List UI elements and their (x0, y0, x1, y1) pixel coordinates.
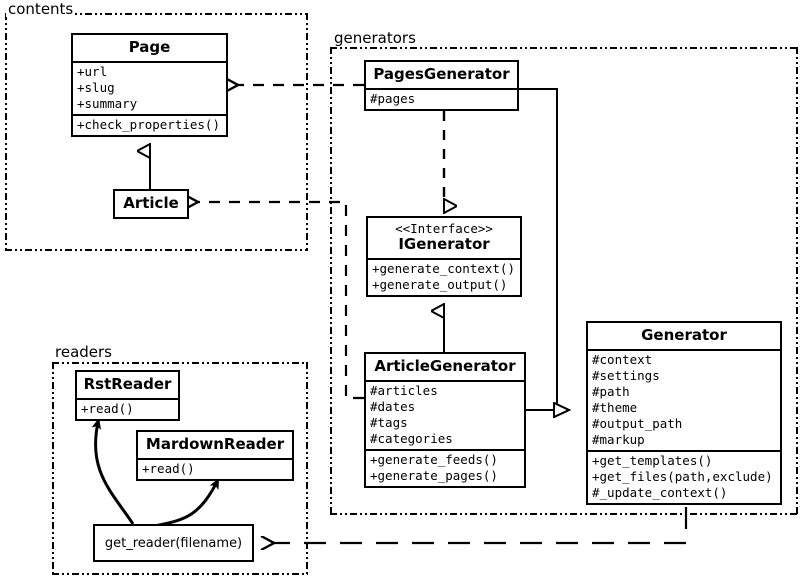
package-label-contents: contents (6, 0, 76, 18)
class-generator-attributes: #context #settings #path #theme #output_… (588, 349, 780, 450)
package-label-readers: readers (53, 343, 114, 361)
class-article-generator-attributes: #articles #dates #tags #categories (366, 380, 524, 449)
attribute-row: #articles (370, 383, 438, 398)
class-igenerator-title: IGenerator (398, 235, 490, 253)
attribute-row: #path (592, 384, 630, 399)
attribute-row: #theme (592, 400, 638, 415)
class-mardown-reader-methods: +read() (138, 458, 292, 479)
class-rst-reader-methods: +read() (77, 398, 178, 419)
attribute-row: #markup (592, 432, 645, 447)
class-rst-reader[interactable]: RstReader +read() (75, 370, 180, 421)
method-row: +generate_feeds() (370, 452, 498, 467)
function-get-reader-label: get_reader(filename) (104, 535, 243, 551)
class-mardown-reader[interactable]: MardownReader +read() (136, 430, 294, 481)
class-article[interactable]: Article (113, 189, 189, 219)
attribute-row: #tags (370, 415, 408, 430)
function-get-reader[interactable]: get_reader(filename) (93, 524, 254, 562)
package-label-generators: generators (332, 29, 418, 47)
method-row: +check_properties() (77, 117, 220, 132)
attribute-row: +slug (77, 80, 115, 95)
class-mardown-reader-title: MardownReader (145, 435, 285, 453)
method-row: +get_files(path,exclude) (592, 469, 773, 484)
class-article-generator[interactable]: ArticleGenerator #articles #dates #tags … (364, 352, 526, 488)
method-row: +generate_output() (372, 277, 508, 292)
method-row: +get_templates() (592, 453, 713, 468)
method-row: +read() (81, 401, 134, 416)
attribute-row: #context (592, 352, 653, 367)
attribute-row: #settings (592, 368, 660, 383)
class-generator-title: Generator (641, 326, 727, 344)
method-row: +generate_context() (372, 261, 515, 276)
attribute-row: +summary (77, 96, 138, 111)
class-pages-generator[interactable]: PagesGenerator #pages (364, 60, 519, 111)
class-page[interactable]: Page +url +slug +summary +check_properti… (71, 33, 228, 137)
class-igenerator-stereotype: <<Interface>> (395, 221, 493, 236)
attribute-row: #dates (370, 399, 416, 414)
class-pages-generator-attributes: #pages (366, 88, 517, 109)
class-generator-methods: +get_templates() +get_files(path,exclude… (588, 450, 780, 503)
attribute-row: #output_path (592, 416, 683, 431)
class-igenerator-methods: +generate_context() +generate_output() (368, 258, 520, 295)
method-row: #_update_context() (592, 485, 728, 500)
class-rst-reader-title: RstReader (83, 375, 172, 393)
class-article-title: Article (123, 194, 179, 212)
class-page-methods: +check_properties() (73, 114, 226, 135)
class-igenerator[interactable]: <<Interface>> IGenerator +generate_conte… (366, 216, 522, 297)
class-article-generator-methods: +generate_feeds() +generate_pages() (366, 449, 524, 486)
attribute-row: #pages (370, 91, 416, 106)
class-page-attributes: +url +slug +summary (73, 61, 226, 114)
class-page-title: Page (128, 38, 171, 56)
attribute-row: #categories (370, 431, 453, 446)
attribute-row: +url (77, 64, 108, 79)
class-generator[interactable]: Generator #context #settings #path #them… (586, 321, 782, 505)
method-row: +read() (142, 461, 195, 476)
class-pages-generator-title: PagesGenerator (373, 65, 510, 83)
class-article-generator-title: ArticleGenerator (374, 357, 516, 375)
method-row: +generate_pages() (370, 468, 498, 483)
